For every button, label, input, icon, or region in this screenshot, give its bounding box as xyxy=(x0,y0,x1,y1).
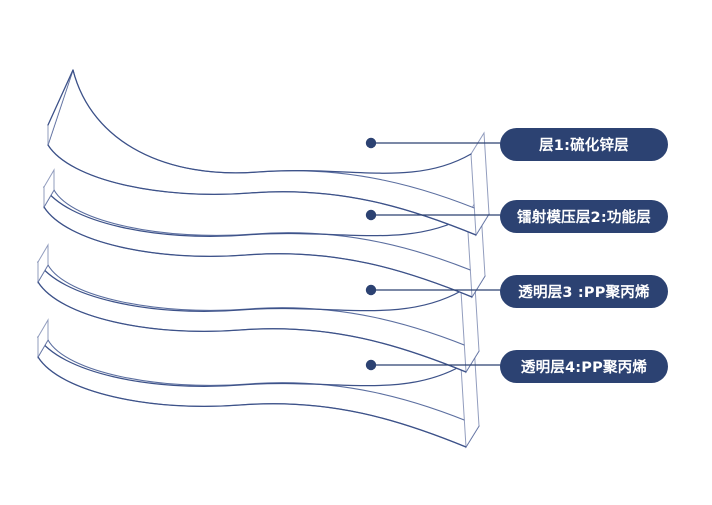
layer-label-text-3: 透明层3 :PP聚丙烯 xyxy=(518,285,650,301)
layer-4-upper-curve xyxy=(37,336,462,388)
layer-1-upper-curve xyxy=(72,69,472,174)
layer-4-top-curve xyxy=(37,356,467,448)
layer-3-left-edge xyxy=(37,243,49,284)
layer-label-pill-1[interactable]: 层1:硫化锌层 xyxy=(500,128,668,161)
layer-1-right-edge xyxy=(470,131,490,237)
layer-4-body xyxy=(37,339,480,448)
layer-2-upper-curve xyxy=(43,186,468,238)
layer-label-pill-2[interactable]: 镭射模压层2:功能层 xyxy=(500,200,668,233)
layer-3-top-curve xyxy=(37,281,467,373)
layer-4-left-edge xyxy=(37,318,49,359)
layer-1-left-slant xyxy=(47,69,74,126)
layer-3-body xyxy=(37,264,480,373)
layer-label-pill-3[interactable]: 透明层3 :PP聚丙烯 xyxy=(500,275,668,308)
layer-2-top-curve xyxy=(43,206,473,298)
layer-label-text-1: 层1:硫化锌层 xyxy=(539,138,629,154)
layer-3-upper-curve xyxy=(37,261,462,313)
layer-2-left-edge xyxy=(43,168,55,209)
leader-group-4 xyxy=(365,359,512,371)
layer-shape-4 xyxy=(37,318,480,449)
leader-group-1 xyxy=(365,137,512,149)
layer-label-pill-4[interactable]: 透明层4:PP聚丙烯 xyxy=(500,350,668,383)
leader-dot-4 xyxy=(365,359,377,371)
leader-group-3 xyxy=(365,284,512,296)
layer-1-top-curve xyxy=(47,144,477,236)
leader-dot-2 xyxy=(365,209,377,221)
leader-dot-1 xyxy=(365,137,377,149)
layer-1-body xyxy=(47,69,490,236)
layer-label-text-2: 镭射模压层2:功能层 xyxy=(517,210,651,226)
layer-shape-1 xyxy=(47,69,490,237)
leader-dot-3 xyxy=(365,284,377,296)
layer-label-text-4: 透明层4:PP聚丙烯 xyxy=(520,360,648,376)
leader-group-2 xyxy=(365,209,512,221)
